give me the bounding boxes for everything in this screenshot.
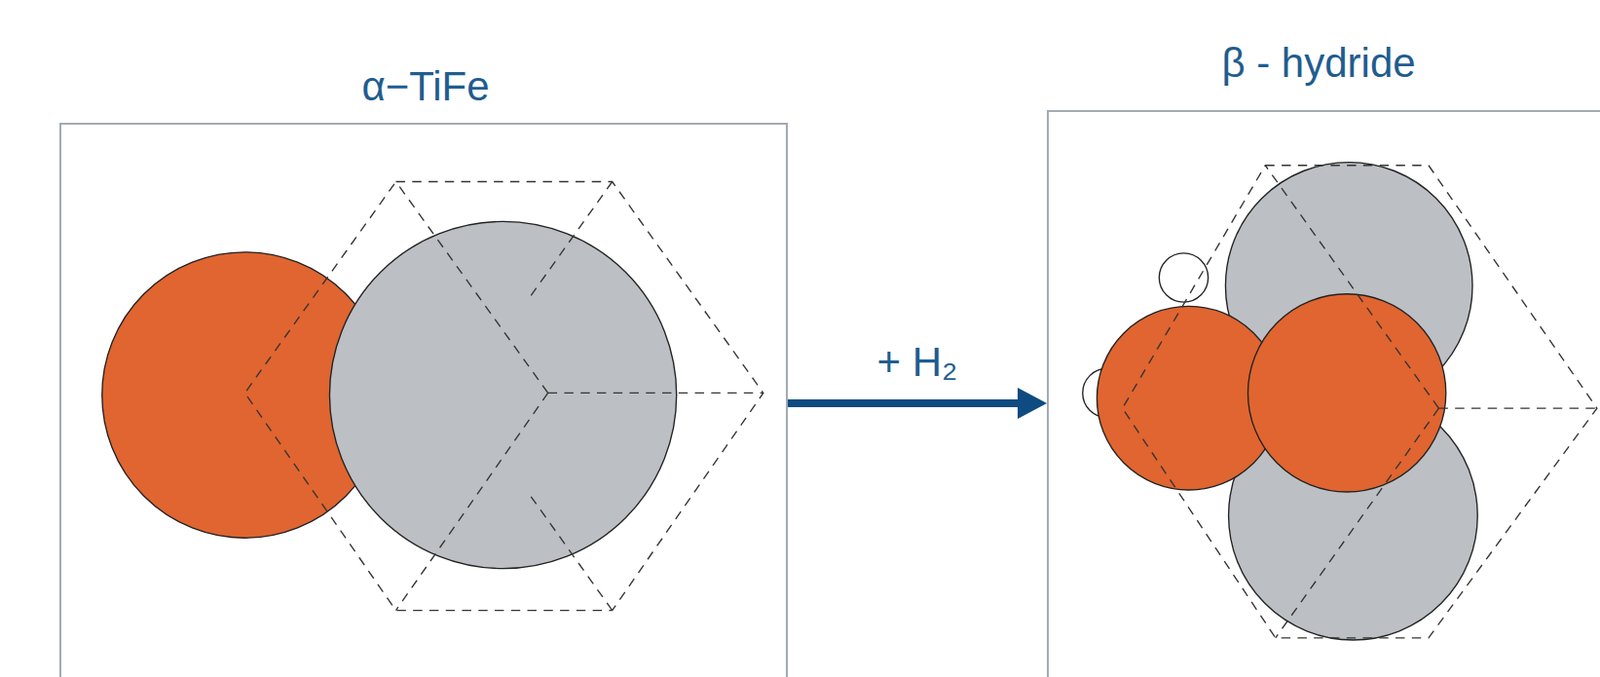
hydrogen-atom — [1158, 253, 1208, 302]
hexagonal-cell — [1122, 165, 1598, 638]
reaction-arrow — [787, 387, 1047, 419]
hexagonal-cell — [244, 182, 763, 611]
panel-heading: α−TiFe — [361, 62, 489, 112]
panel-box: α−TiFe — [59, 122, 788, 677]
arrow-shaft — [787, 399, 1020, 408]
fe-atom — [1247, 294, 1446, 492]
arrow-head — [1017, 387, 1047, 419]
panel-heading: β - hydride — [1221, 38, 1415, 88]
ti-atom — [329, 221, 676, 568]
panel-box: β - hydride — [1046, 110, 1600, 677]
reaction-label: + H₂ — [873, 337, 963, 387]
